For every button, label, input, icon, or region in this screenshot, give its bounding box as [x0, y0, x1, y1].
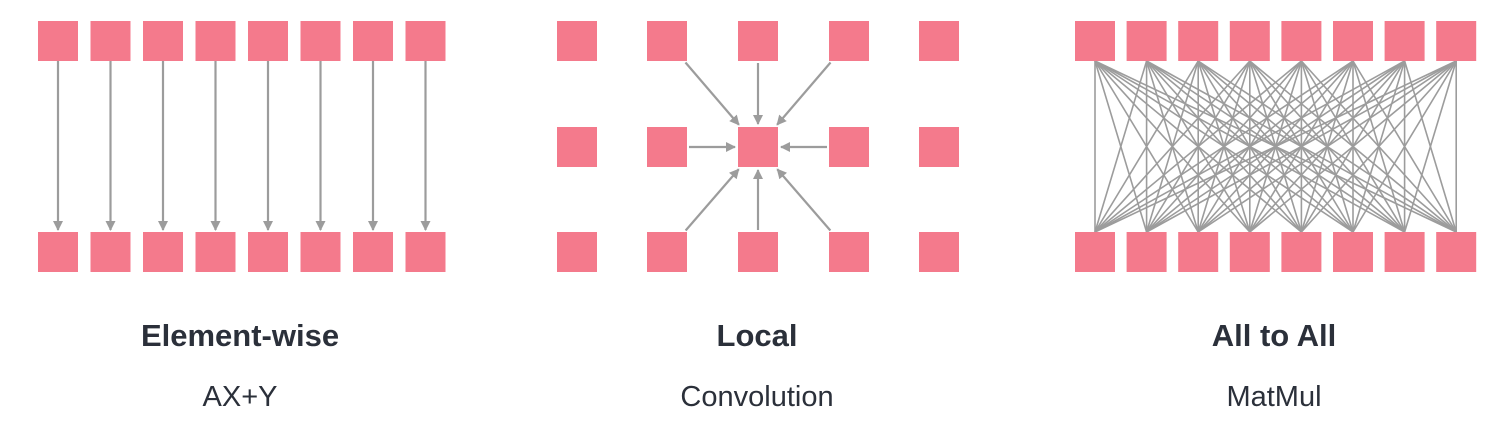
all-to-all-title: All to All [1211, 318, 1337, 353]
local-subtitle: Convolution [680, 381, 834, 413]
all-to-all-connector [1094, 60, 1354, 233]
panel-element-wise [38, 21, 446, 272]
output-node [1384, 232, 1425, 272]
all-to-all-connector [1197, 60, 1457, 233]
local-title: Local [716, 318, 798, 353]
grid-node [829, 21, 869, 61]
all-to-all-connector [1094, 60, 1148, 233]
panel-local [557, 21, 959, 272]
grid-node [557, 21, 597, 61]
input-node [1384, 21, 1425, 61]
grid-node [919, 127, 959, 167]
output-node [1075, 232, 1115, 272]
output-node [1436, 232, 1477, 272]
local-arrow [776, 61, 832, 126]
input-node [1126, 21, 1167, 61]
input-node [1333, 21, 1373, 61]
grid-node [647, 232, 687, 272]
grid-node [829, 127, 869, 167]
all-to-all-connector [1249, 60, 1457, 233]
output-node [90, 232, 131, 272]
all-to-all-connector [1094, 60, 1302, 233]
center-node [738, 127, 778, 167]
grid-node [738, 21, 778, 61]
input-node [353, 21, 393, 61]
grid-node [738, 232, 778, 272]
all-to-all-connector [1094, 60, 1405, 233]
output-node [1229, 232, 1270, 272]
input-node [38, 21, 78, 61]
all-to-all-connector [1352, 60, 1457, 233]
output-node [353, 232, 393, 272]
grid-node [919, 232, 959, 272]
output-node [1333, 232, 1373, 272]
output-node [38, 232, 78, 272]
output-node [143, 232, 183, 272]
output-node [405, 232, 446, 272]
output-node [1178, 232, 1219, 272]
input-node [1229, 21, 1270, 61]
element-wise-title: Element-wise [140, 318, 340, 353]
output-node [1126, 232, 1167, 272]
output-node [1281, 232, 1322, 272]
local-arrow [684, 61, 740, 126]
input-node [248, 21, 288, 61]
input-node [1281, 21, 1322, 61]
grid-node [647, 127, 687, 167]
all-to-all-connector [1403, 60, 1457, 233]
panel-all-to-all [1075, 21, 1477, 272]
all-to-all-connector [1094, 60, 1199, 233]
all-to-all-subtitle: MatMul [1226, 381, 1322, 413]
input-node [405, 21, 446, 61]
grid-node [557, 127, 597, 167]
input-node [1436, 21, 1477, 61]
grid-node [919, 21, 959, 61]
input-node [1178, 21, 1219, 61]
input-node [195, 21, 236, 61]
element-wise-subtitle: AX+Y [202, 381, 278, 413]
grid-node [557, 232, 597, 272]
local-arrow [776, 168, 832, 232]
output-node [195, 232, 236, 272]
all-to-all-connector [1094, 60, 1457, 233]
input-node [1075, 21, 1115, 61]
grid-node [829, 232, 869, 272]
input-node [300, 21, 341, 61]
grid-node [647, 21, 687, 61]
all-to-all-connector [1146, 60, 1457, 233]
output-node [300, 232, 341, 272]
all-to-all-connector [1094, 60, 1251, 233]
output-node [248, 232, 288, 272]
all-to-all-connector [1300, 60, 1457, 233]
local-arrow [684, 168, 740, 232]
input-node [90, 21, 131, 61]
input-node [143, 21, 183, 61]
